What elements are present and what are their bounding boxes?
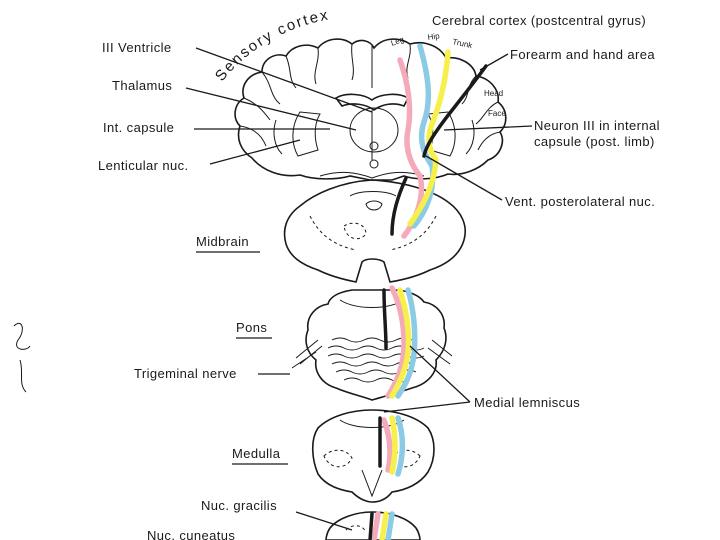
cerebrum-outline <box>234 38 507 181</box>
label-midbrain: Midbrain <box>196 234 249 249</box>
pathway-yellow <box>379 49 451 540</box>
label-vpl-nuc: Vent. posterolateral nuc. <box>505 194 655 209</box>
midbrain-outline <box>283 179 466 283</box>
label-face: Face <box>488 109 506 118</box>
pyramid <box>361 469 383 498</box>
sulcus <box>243 97 271 121</box>
pons-outline <box>305 289 447 401</box>
label-leg: Leg <box>390 35 406 48</box>
label-trunk: Trunk <box>452 37 475 50</box>
leader-medial-lemniscus-upper <box>409 345 471 403</box>
label-nuc-gracilis: Nuc. gracilis <box>201 498 277 513</box>
leader-thalamus <box>185 87 357 131</box>
medulla-section <box>311 409 435 503</box>
pathway-pink <box>371 57 425 540</box>
leader-lenticular-nuc <box>209 139 301 165</box>
margin-handwriting <box>13 322 31 393</box>
sensory-pathways <box>368 43 488 540</box>
cerebral-peduncle-right <box>389 215 437 251</box>
pathway-black <box>368 64 488 540</box>
cerebrum-section <box>234 38 507 181</box>
label-nuc-cuneatus: Nuc. cuneatus <box>147 528 235 540</box>
sulcus <box>475 101 499 125</box>
label-lenticular-nuc: Lenticular nuc. <box>98 158 189 173</box>
inferior-olive-left <box>323 449 353 468</box>
label-medulla: Medulla <box>232 446 281 461</box>
cerebral-peduncle-left <box>309 215 357 251</box>
thalamus <box>349 107 399 153</box>
leader-neuron-iii <box>443 125 533 131</box>
label-hip: Hip <box>427 31 441 42</box>
leader-nuc-gracilis <box>295 511 353 531</box>
lenticular-nucleus-left <box>292 111 321 157</box>
aqueduct <box>365 200 383 211</box>
label-int-capsule: Int. capsule <box>103 120 174 135</box>
lower-medulla-outline <box>325 511 421 540</box>
label-thalamus: Thalamus <box>112 78 172 93</box>
thalamic-nucleus <box>369 141 379 151</box>
leader-vpl-nuc <box>425 155 503 201</box>
insula-right <box>465 119 475 155</box>
pathway-blue <box>385 43 436 540</box>
fourth-ventricle <box>339 299 405 308</box>
red-nucleus <box>343 222 367 240</box>
leader-forearm-hand <box>479 53 509 71</box>
medulla-outline <box>311 409 435 503</box>
sulcus <box>477 131 501 151</box>
label-forearm-hand: Forearm and hand area <box>510 47 655 62</box>
label-trigeminal-nerve: Trigeminal nerve <box>134 366 237 381</box>
mammillary-body <box>369 159 379 169</box>
label-neuron-iii-1: Neuron III in internal <box>534 118 660 133</box>
leader-third-ventricle <box>195 47 373 113</box>
trigeminal-root-right <box>427 339 453 365</box>
basal-surface <box>319 171 425 179</box>
lateral-ventricles <box>334 93 410 111</box>
sulcus <box>239 125 267 147</box>
leader-medial-lemniscus-lower <box>383 401 471 413</box>
label-head: Head <box>484 89 503 98</box>
insula-left <box>273 119 283 155</box>
pons-section <box>291 289 453 401</box>
sulcus <box>314 47 319 85</box>
tectum <box>349 191 397 197</box>
sulcus <box>406 43 411 79</box>
label-pons: Pons <box>236 320 267 335</box>
label-neuron-iii-2: capsule (post. limb) <box>534 134 655 149</box>
sulcus <box>261 71 281 105</box>
midbrain-section <box>283 179 466 283</box>
label-third-ventricle: III Ventricle <box>102 40 172 55</box>
sulcus <box>285 55 297 89</box>
label-cerebral-cortex: Cerebral cortex (postcentral gyrus) <box>432 13 646 28</box>
label-medial-lemniscus: Medial lemniscus <box>474 395 580 410</box>
sulcus <box>351 43 354 81</box>
trigeminal-root-left <box>291 339 323 369</box>
